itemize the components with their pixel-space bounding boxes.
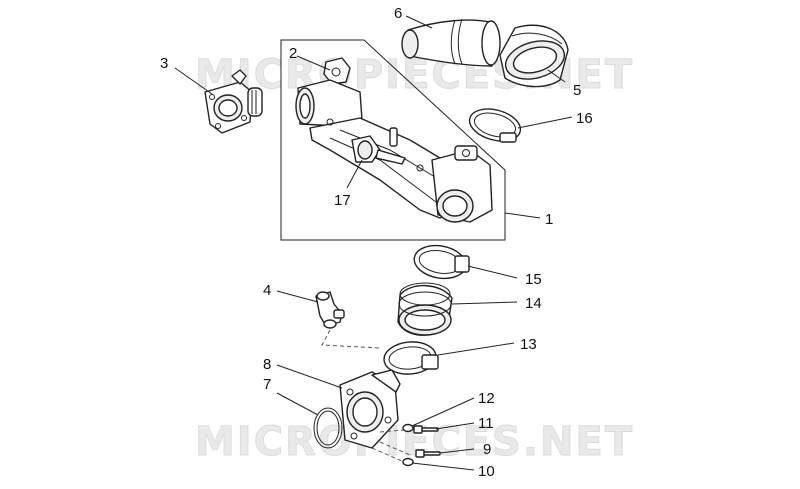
leader-14 (451, 301, 518, 305)
label-10: 10 (478, 463, 495, 480)
part-13-clamp (383, 341, 439, 375)
label-14: 14 (525, 295, 542, 312)
part-11-bolt (413, 425, 439, 434)
part-15-clamp (413, 244, 470, 280)
leader-12 (411, 397, 475, 427)
label-17: 17 (334, 192, 351, 209)
label-4: 4 (263, 282, 271, 299)
assembly-frame (280, 39, 506, 241)
part-8-intake-flange (339, 369, 401, 449)
part-7-o-ring-inner (316, 410, 340, 446)
label-9: 9 (483, 441, 491, 458)
leader-15 (467, 265, 518, 279)
leader-11 (435, 422, 475, 430)
part-1-throttle-body (295, 79, 493, 223)
leader-6 (405, 15, 433, 29)
label-8: 8 (263, 356, 271, 373)
leader-1 (504, 212, 541, 219)
part-14-rubber-sleeve (397, 282, 453, 336)
leader-10 (411, 462, 475, 471)
part-17-valve (351, 135, 406, 165)
label-15: 15 (525, 271, 542, 288)
leader-9 (439, 448, 475, 454)
leader-7 (276, 392, 319, 416)
label-1: 1 (545, 211, 553, 228)
label-13: 13 (520, 336, 537, 353)
leader-5 (547, 69, 566, 83)
part-10-washer (402, 457, 414, 467)
part-4-t-fitting (315, 291, 345, 329)
leader-3 (174, 67, 213, 95)
part-9-bolt (415, 449, 441, 458)
part-7-o-ring (313, 407, 343, 449)
dashed-lines-fasteners (371, 429, 411, 463)
label-7: 7 (263, 376, 271, 393)
part-6-intake-rubber (401, 18, 501, 67)
leader-4 (276, 290, 319, 303)
part-2-sensor (323, 57, 351, 85)
part-5-intake-boot (499, 24, 569, 88)
label-5: 5 (573, 82, 581, 99)
label-6: 6 (394, 5, 402, 22)
leader-2 (296, 55, 331, 71)
label-12: 12 (478, 390, 495, 407)
label-16: 16 (576, 110, 593, 127)
leader-16 (517, 116, 573, 129)
part-3-flange-manifold (204, 69, 263, 134)
part-12-washer (402, 423, 414, 433)
leader-17 (346, 159, 363, 189)
leader-8 (276, 364, 343, 389)
label-11: 11 (478, 415, 494, 432)
label-3: 3 (160, 55, 168, 72)
part-16-clamp (468, 108, 522, 143)
label-2: 2 (289, 45, 297, 62)
dashed-line-4 (321, 329, 381, 349)
leader-13 (437, 342, 515, 356)
